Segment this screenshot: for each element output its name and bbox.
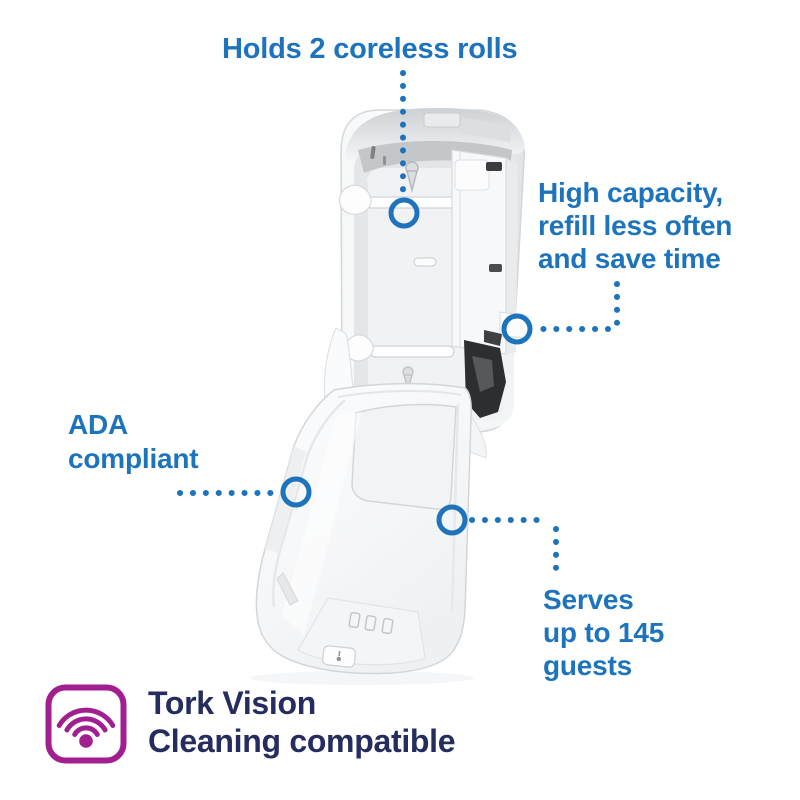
callout-circle-ada [280,476,312,508]
callout-capacity-line1: High capacity, [538,177,723,208]
callout-ada: ADA compliant [68,408,199,476]
callout-serves-line1: Serves [543,584,634,615]
callout-capacity-line3: and save time [538,243,721,274]
callout-serves-line2: up to 145 [543,617,665,648]
callout-serves: Serves up to 145 guests [543,583,664,682]
callout-circle-capacity [501,313,533,345]
callout-holds: Holds 2 coreless rolls [222,33,518,65]
callout-capacity-line2: refill less often [538,210,733,241]
callout-line-capacity [534,281,620,332]
embossed-marks [348,611,394,635]
back-slot [413,257,437,267]
door-panel [451,149,507,355]
callout-serves-line3: guests [543,650,633,681]
callout-connectors [177,70,620,581]
callout-ada-line2: compliant [68,443,199,474]
callout-line-serves [469,517,559,581]
top-slot [423,112,461,128]
roll-spindle-bottom [369,345,455,358]
callout-capacity: High capacity, refill less often and sav… [538,176,732,275]
cover-fin [276,572,299,606]
mount-keyhole-top [405,161,419,193]
roll-shift-mechanism [463,330,506,459]
callout-holds-text: Holds 2 coreless rolls [222,33,518,65]
callout-ada-line1: ADA [68,409,129,440]
callout-circle-holds [388,197,420,229]
callout-circle-serves [436,504,468,536]
dispenser-cover [250,382,474,685]
mount-keyhole-bottom [402,366,414,393]
cover-lock [321,645,357,668]
